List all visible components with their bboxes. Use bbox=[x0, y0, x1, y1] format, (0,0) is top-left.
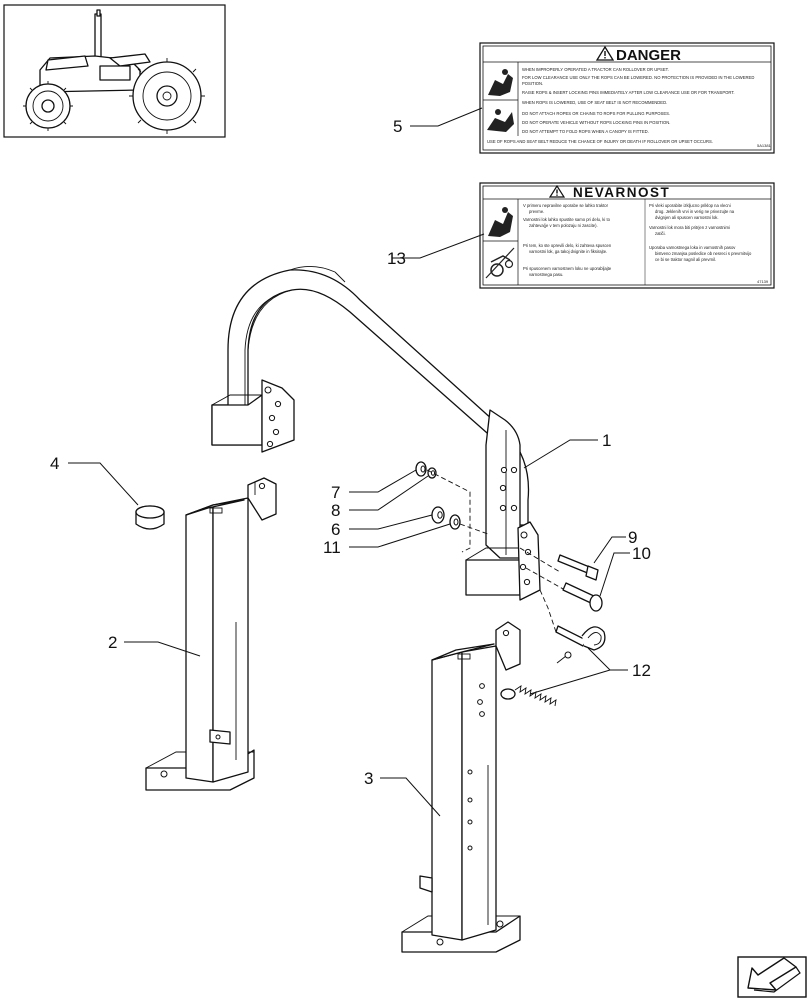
nevarnost-left-6: varnostni lok, ga takoj dvignite in fiks… bbox=[529, 249, 607, 254]
nevarnost-left-1: V primeru nepravilne uporabe se lahko tr… bbox=[523, 203, 609, 208]
nevarnost-right-2: drog. Jeklenih vrvi in verig ne privezuj… bbox=[655, 209, 735, 214]
nevarnost-left-7: Pri spuscenem varnostnem loku ne uporabl… bbox=[523, 266, 612, 271]
next-page-arrow-icon bbox=[747, 957, 801, 993]
callout-10: 10 bbox=[632, 544, 651, 563]
danger-line-6: DO NOT ATTACH ROPES OR CHAINS TO ROPS FO… bbox=[522, 111, 670, 116]
callout-12: 12 bbox=[632, 661, 651, 680]
nevarnost-left-5: Pri tem, ko ste oprevili delo, ki zahtev… bbox=[523, 243, 612, 248]
tractor-thumbnail bbox=[3, 4, 226, 138]
nevarnost-right-text: Pri vleki uporabite izkljucno priklop na… bbox=[649, 203, 752, 262]
danger-line-4: RAISE ROPS & INSERT LOCKING PINS IMMEDIA… bbox=[522, 90, 735, 95]
assembly-line bbox=[459, 523, 489, 535]
nevarnost-left-8: varnostnega pasu. bbox=[529, 272, 563, 277]
nevarnost-right-5: zatiči. bbox=[655, 231, 666, 236]
rops-arch bbox=[211, 266, 541, 601]
washer-6 bbox=[431, 506, 445, 524]
danger-line-8: DO NOT ATTEMPT TO FOLD ROPS WHEN A CANOP… bbox=[522, 129, 649, 134]
rollover-hazard-icon bbox=[488, 207, 513, 237]
washer-7 bbox=[415, 461, 427, 477]
callout-13: 13 bbox=[387, 249, 406, 268]
tractor-icon bbox=[23, 9, 205, 134]
callout-1: 1 bbox=[602, 431, 611, 450]
nevarnost-code: 47139 bbox=[757, 279, 769, 284]
nut-11 bbox=[449, 514, 461, 530]
washer-8 bbox=[427, 467, 437, 479]
nevarnost-left-3: Varnostni lok lahko spustite samo pri de… bbox=[523, 217, 611, 222]
right-lower-post bbox=[401, 621, 521, 953]
callout-labels: 1 2 3 4 5 6 7 8 9 10 11 12 13 bbox=[50, 117, 651, 788]
danger-title: DANGER bbox=[616, 47, 681, 64]
tractor-pull-hazard-icon bbox=[485, 247, 515, 279]
danger-decal: DANGER WHEN IMPROPERLY OPERATED A TRACTO… bbox=[479, 42, 775, 154]
crush-hazard-icon bbox=[487, 109, 514, 132]
nevarnost-title: NEVARNOST bbox=[573, 185, 670, 200]
callout-6: 6 bbox=[331, 520, 340, 539]
nevarnost-right-7: bistveno zmanjsa posledice ob nesreci s … bbox=[655, 251, 752, 256]
danger-line-1: WHEN IMPROPERLY OPERATED A TRACTOR CAN R… bbox=[522, 67, 669, 72]
callout-9: 9 bbox=[628, 528, 637, 547]
locking-pin bbox=[555, 625, 606, 651]
danger-line-9: USE OF ROPS AND SEAT BELT REDUCE THE CHA… bbox=[487, 139, 713, 144]
assembly-line bbox=[426, 469, 471, 553]
rollover-hazard-icon bbox=[488, 69, 513, 96]
nevarnost-right-3: dvignjen ali spuscen varnostni lok. bbox=[655, 215, 719, 220]
callout-5: 5 bbox=[393, 117, 402, 136]
nevarnost-left-text: V primeru nepravilne uporabe se lahko tr… bbox=[523, 203, 612, 277]
danger-line-5: WHEN ROPS IS LOWERED, USE OF SEAT BELT I… bbox=[522, 100, 667, 105]
callout-7: 7 bbox=[331, 483, 340, 502]
leader-lines bbox=[68, 107, 630, 817]
bolt-9 bbox=[557, 554, 599, 581]
callout-2: 2 bbox=[108, 633, 117, 652]
nevarnost-right-6: Uporaba varnostnega loka in varnostnih p… bbox=[649, 245, 736, 250]
danger-line-2: FOR LOW CLEARANCE USE ONLY THE ROPS CAN … bbox=[522, 75, 754, 80]
danger-lines: WHEN IMPROPERLY OPERATED A TRACTOR CAN R… bbox=[487, 67, 772, 148]
warning-triangle-icon bbox=[548, 184, 566, 198]
next-page-button[interactable] bbox=[737, 956, 807, 998]
tube-end-cap bbox=[135, 505, 165, 530]
danger-line-3: POSITION. bbox=[522, 81, 543, 86]
callout-11: 11 bbox=[323, 538, 341, 557]
danger-line-7: DO NOT OPERATE VEHICLE WITHOUT ROPS LOCK… bbox=[522, 120, 670, 125]
danger-code: 5A1381 bbox=[757, 143, 772, 148]
nevarnost-left-2: prevrne. bbox=[529, 209, 544, 214]
nevarnost-right-8: ce bi se traktor nagnil ali prevrnil. bbox=[655, 257, 716, 262]
spring-clip bbox=[500, 651, 572, 707]
nevarnost-left-4: zahteva(je v tem polozaju ni zascite). bbox=[529, 223, 598, 228]
nevarnost-right-4: Varnostni lok mora biti pritrjen z varno… bbox=[649, 225, 730, 230]
bolt-10 bbox=[562, 582, 603, 612]
callout-4: 4 bbox=[50, 454, 59, 473]
left-lower-post bbox=[145, 477, 277, 791]
callout-3: 3 bbox=[364, 769, 373, 788]
callout-8: 8 bbox=[331, 501, 340, 520]
nevarnost-decal: NEVARNOST V primeru nepravilne uporabe s… bbox=[479, 182, 775, 289]
warning-triangle-icon bbox=[595, 45, 615, 61]
nevarnost-right-1: Pri vleki uporabite izkljucno priklop na… bbox=[649, 203, 731, 208]
